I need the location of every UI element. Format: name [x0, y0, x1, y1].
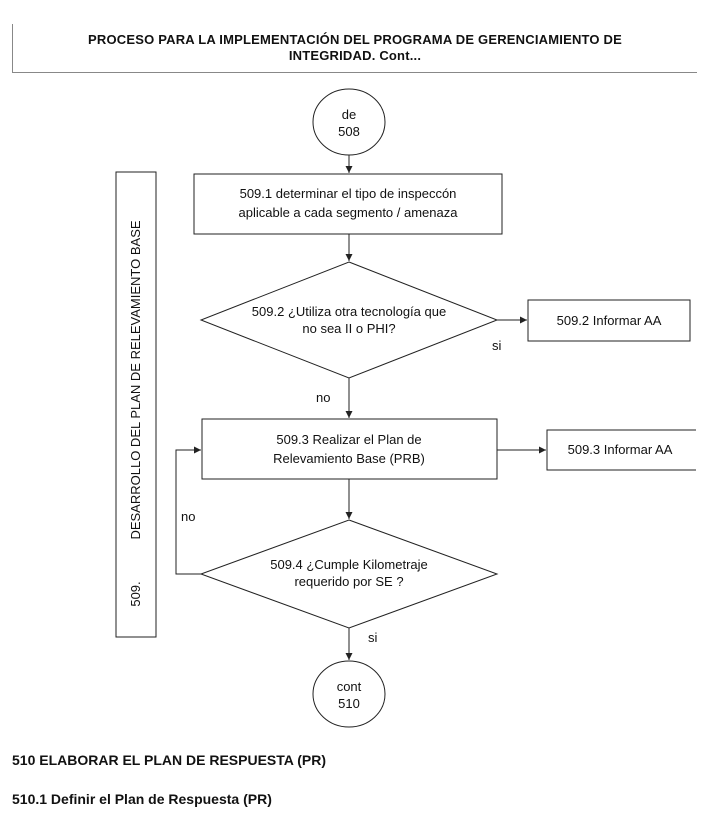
section-510-heading: 510 ELABORAR EL PLAN DE RESPUESTA (PR): [12, 752, 327, 768]
side-label-title: DESARROLLO DEL PLAN DE RELEVAMIENTO BASE: [128, 220, 143, 539]
decision-509-4: 509.4 ¿Cumple Kilometraje requerido por …: [199, 519, 499, 629]
end-connector-line-2: 510: [338, 696, 360, 711]
decision-509-2-line-2: no sea II o PHI?: [302, 321, 395, 336]
inform-509-3-label: 509.3 Informar AA: [568, 442, 673, 457]
edge-label-509-2-no: no: [316, 390, 330, 405]
process-509-3-line-1: 509.3 Realizar el Plan de: [276, 432, 421, 447]
decision-509-4-line-1: 509.4 ¿Cumple Kilometraje: [270, 557, 428, 572]
start-connector-line-1: de: [342, 107, 356, 122]
header-title-line-2: INTEGRIDAD. Cont...: [288, 48, 422, 63]
process-509-3-line-2: Relevamiento Base (PRB): [273, 451, 425, 466]
inform-box-509-3: 509.3 Informar AA: [546, 429, 696, 471]
edge-label-509-2-si: si: [492, 338, 502, 353]
header-title-line-1: PROCESO PARA LA IMPLEMENTACIÓN DEL PROGR…: [87, 32, 623, 47]
inform-box-509-2: 509.2 Informar AA: [527, 299, 691, 342]
inform-509-2-label: 509.2 Informar AA: [557, 313, 662, 328]
arrow-509-4-no-loop: [175, 446, 201, 575]
process-box-509-3: 509.3 Realizar el Plan de Relevamiento B…: [201, 418, 498, 480]
page-header: PROCESO PARA LA IMPLEMENTACIÓN DEL PROGR…: [12, 24, 697, 73]
connector-lines: [175, 155, 546, 660]
decision-509-4-line-2: requerido por SE ?: [294, 574, 403, 589]
edge-label-509-4-no: no: [181, 509, 195, 524]
side-label-box: 509. DESARROLLO DEL PLAN DE RELEVAMIENTO…: [115, 171, 157, 638]
decision-509-2: 509.2 ¿Utiliza otra tecnología que no se…: [199, 261, 499, 379]
start-connector-line-2: 508: [338, 124, 360, 139]
edge-label-509-4-si: si: [368, 630, 378, 645]
end-connector: cont 510: [312, 660, 386, 728]
decision-509-2-line-1: 509.2 ¿Utiliza otra tecnología que: [252, 304, 446, 319]
process-509-1-line-1: 509.1 determinar el tipo de inspeccón: [240, 186, 457, 201]
end-connector-line-1: cont: [337, 679, 362, 694]
process-box-509-1: 509.1 determinar el tipo de inspeccón ap…: [193, 173, 503, 235]
section-510-1-heading: 510.1 Definir el Plan de Respuesta (PR): [12, 791, 272, 807]
start-connector: de 508: [312, 88, 386, 156]
side-label-number: 509.: [128, 581, 143, 606]
process-509-1-line-2: aplicable a cada segmento / amenaza: [239, 205, 459, 220]
